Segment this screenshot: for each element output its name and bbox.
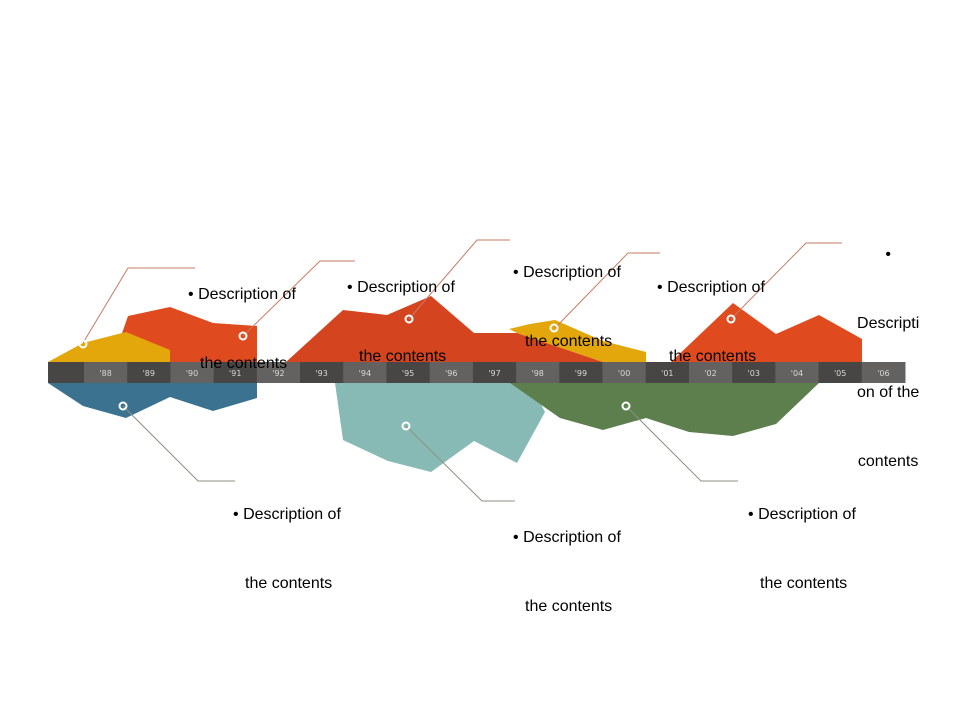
green-area-97-04 bbox=[510, 383, 819, 436]
marker-ring bbox=[404, 314, 414, 324]
timeline-cell bbox=[732, 362, 776, 383]
callout-top-3: • Description of the contents bbox=[513, 215, 621, 376]
marker-ring bbox=[401, 421, 411, 431]
timeline-cell bbox=[861, 362, 906, 383]
timeline-cell bbox=[429, 362, 474, 383]
year-label: '03 bbox=[748, 369, 760, 378]
year-label: '96 bbox=[445, 369, 457, 378]
bullet: • bbox=[513, 529, 519, 546]
timeline-cell bbox=[775, 362, 820, 383]
year-label: '01 bbox=[661, 369, 673, 378]
timeline-cell bbox=[127, 362, 171, 383]
timeline-cell bbox=[645, 362, 690, 383]
callout-text-line2: on of the bbox=[857, 384, 920, 401]
callout-text-line2: the contents bbox=[359, 348, 447, 365]
callout-text-line1: Description of bbox=[667, 279, 765, 296]
bullet: • bbox=[748, 506, 754, 523]
year-label: '99 bbox=[575, 369, 587, 378]
callout-text-line2: the contents bbox=[245, 575, 333, 592]
year-label: '04 bbox=[791, 369, 803, 378]
markers bbox=[78, 314, 736, 431]
timeline-cell bbox=[213, 362, 258, 383]
callout-top-4: • Description of the contents bbox=[657, 230, 765, 391]
leader-lines-bottom bbox=[122, 405, 738, 502]
callout-text-line1: Description of bbox=[523, 264, 621, 281]
year-label: '89 bbox=[143, 369, 155, 378]
bullet: • bbox=[188, 286, 194, 303]
marker-ring bbox=[621, 401, 631, 411]
year-label: '91 bbox=[229, 369, 241, 378]
timeline-cell bbox=[256, 362, 301, 383]
marker-ring bbox=[78, 339, 88, 349]
callout-text-line1: Description of bbox=[243, 506, 341, 523]
callout-bottom-3: • Description of the contents bbox=[748, 457, 856, 618]
timeline-cell bbox=[688, 362, 733, 383]
timeline-cell bbox=[48, 362, 85, 383]
marker-ring bbox=[238, 331, 248, 341]
blue-area-88-91 bbox=[48, 383, 257, 418]
callout-text-line2: the contents bbox=[669, 348, 757, 365]
leader-lines-top bbox=[82, 239, 842, 344]
yellow-area-88-89 bbox=[48, 332, 170, 362]
bullet: • bbox=[233, 506, 239, 523]
year-label: '88 bbox=[99, 369, 111, 378]
year-label: '00 bbox=[618, 369, 630, 378]
callout-text-line1: Description of bbox=[523, 529, 621, 546]
leader-line bbox=[625, 405, 738, 482]
year-label: '95 bbox=[402, 369, 414, 378]
callout-text-line2: the contents bbox=[525, 598, 613, 615]
callout-text-line1: Description of bbox=[357, 279, 455, 296]
year-label: '06 bbox=[877, 369, 889, 378]
callout-bottom-2: • Description of the contents bbox=[513, 480, 621, 641]
year-label: '05 bbox=[834, 369, 846, 378]
year-label: '92 bbox=[272, 369, 284, 378]
timeline-cell bbox=[386, 362, 431, 383]
callout-top-2: • Description of the contents bbox=[347, 230, 455, 391]
timeline-cell bbox=[343, 362, 387, 383]
year-label: '98 bbox=[532, 369, 544, 378]
orange-area-01-05 bbox=[671, 303, 862, 362]
timeline-cell bbox=[559, 362, 604, 383]
orange-area-92-98 bbox=[286, 296, 603, 362]
leader-line bbox=[730, 242, 842, 320]
timeline-cell bbox=[170, 362, 215, 383]
leader-line bbox=[122, 405, 235, 482]
callout-text-line3: contents bbox=[857, 453, 919, 470]
timeline-cell bbox=[818, 362, 863, 383]
leader-line bbox=[82, 267, 195, 344]
timeline-cell bbox=[472, 362, 517, 383]
bullet: • bbox=[347, 279, 353, 296]
year-label: '02 bbox=[704, 369, 716, 378]
callout-text-line2: the contents bbox=[760, 575, 848, 592]
timeline-cell bbox=[602, 362, 647, 383]
callout-text-line2: the contents bbox=[525, 333, 613, 350]
callout-bottom-1: • Description of the contents bbox=[233, 457, 341, 618]
bullet: • bbox=[657, 279, 663, 296]
timeline-cell bbox=[300, 362, 344, 383]
year-label: '93 bbox=[315, 369, 327, 378]
callout-text-line1: Descripti bbox=[857, 315, 920, 332]
timeline-cell bbox=[84, 362, 128, 383]
bullet: • bbox=[885, 246, 891, 263]
leader-line bbox=[408, 239, 510, 320]
bullet: • bbox=[513, 264, 519, 281]
marker-ring bbox=[118, 401, 128, 411]
teal-area-93-98 bbox=[335, 383, 545, 472]
callout-top-1: • Description of the contents bbox=[188, 237, 296, 398]
callout-text-line1: Description of bbox=[758, 506, 856, 523]
leader-line bbox=[405, 425, 515, 502]
callout-text-line2: the contents bbox=[200, 355, 288, 372]
callout-text-line1: Description of bbox=[198, 286, 296, 303]
year-label: '90 bbox=[186, 369, 198, 378]
marker-ring bbox=[549, 323, 559, 333]
callout-top-5: • Descripti on of the contents bbox=[857, 197, 919, 496]
year-label: '94 bbox=[359, 369, 371, 378]
marker-ring bbox=[726, 314, 736, 324]
timeline-bar: '88 '89 '90 '91 '92 '93 '94 '95 '96 '97 '98 '99 '00 '… bbox=[48, 362, 906, 383]
leader-line bbox=[242, 260, 355, 337]
yellow-area-97-00 bbox=[509, 320, 646, 362]
leader-line bbox=[554, 252, 660, 329]
timeline-cell bbox=[516, 362, 560, 383]
year-label: '97 bbox=[488, 369, 500, 378]
